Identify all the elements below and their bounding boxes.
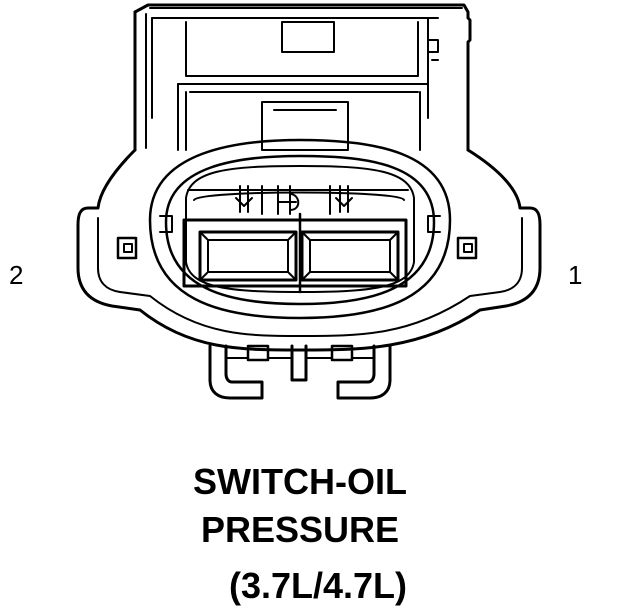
terminal-cavity-block bbox=[182, 185, 409, 294]
connector-bottom-clips bbox=[208, 344, 392, 400]
caption-line-1: SWITCH-OIL bbox=[193, 461, 407, 502]
connector-side-tabs bbox=[116, 215, 478, 260]
pin-label-2: 2 bbox=[9, 260, 24, 290]
connector-top-latch bbox=[133, 3, 472, 152]
pin-label-1: 1 bbox=[568, 260, 583, 290]
terminal-cavity-1 bbox=[300, 230, 400, 282]
terminal-cavity-2 bbox=[198, 230, 298, 282]
connector-outer-flange bbox=[76, 148, 542, 352]
caption-line-2: PRESSURE bbox=[200, 509, 400, 550]
caption-line-3: (3.7L/4.7L) bbox=[228, 565, 408, 606]
